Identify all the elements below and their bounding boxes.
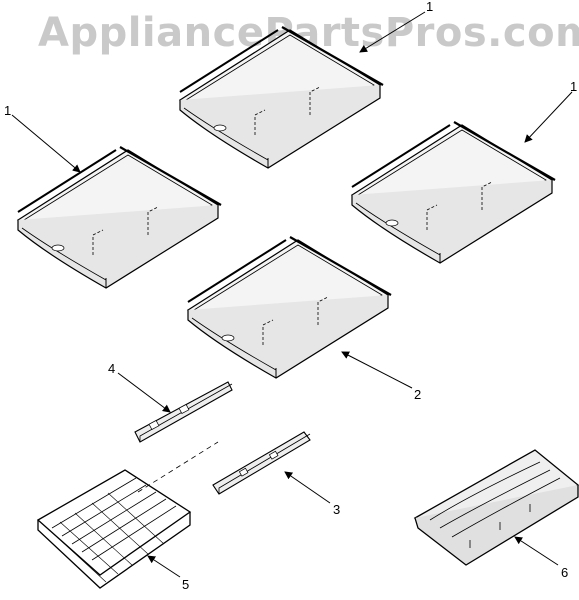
callout-5: 5: [182, 577, 190, 592]
shelf-top: [178, 25, 385, 170]
shelf-right: [350, 120, 557, 265]
tray-part-6: [413, 449, 579, 566]
leader-arrow: [284, 471, 331, 504]
leader-arrow: [11, 114, 81, 173]
shelf-center: [186, 235, 393, 380]
rail-part-3: [212, 431, 311, 495]
callout-1-top: 1: [426, 0, 434, 14]
leader-arrow: [524, 91, 573, 143]
alignment-dashed-line: [137, 441, 219, 493]
leader-arrow: [147, 555, 181, 578]
shelf-left: [16, 145, 223, 290]
callout-2: 2: [414, 387, 422, 402]
callout-4: 4: [108, 361, 116, 376]
callout-1-right: 1: [570, 79, 578, 94]
wire-basket-part-5: [36, 469, 192, 589]
leader-arrow: [514, 536, 559, 566]
callout-6: 6: [561, 565, 569, 580]
callout-3: 3: [333, 502, 341, 517]
leader-arrow: [341, 351, 413, 389]
rail-part-4: [134, 381, 233, 443]
leader-arrow: [117, 372, 171, 413]
callout-1-left: 1: [4, 103, 12, 118]
leader-arrow: [359, 11, 426, 53]
